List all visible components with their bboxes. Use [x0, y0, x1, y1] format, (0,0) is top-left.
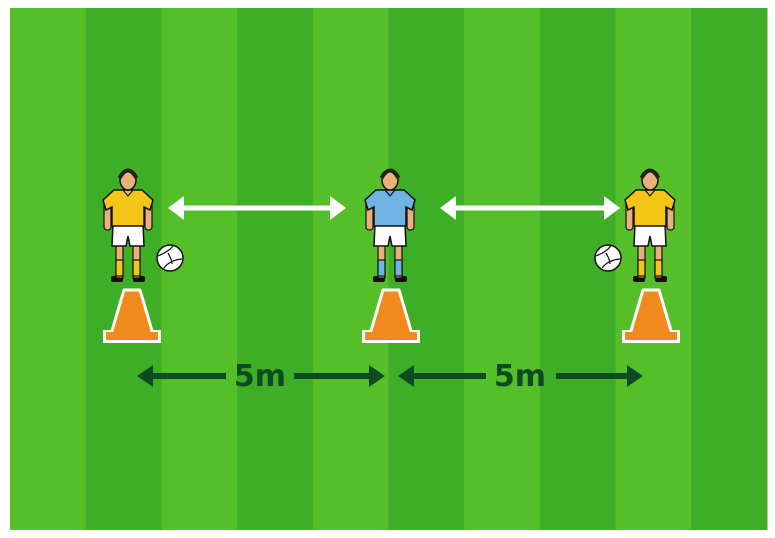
distance-label-1: 5m: [234, 359, 286, 394]
distance-markers: 5m 5m: [137, 359, 643, 394]
pass-arrows: [168, 196, 620, 220]
collar: [384, 189, 396, 197]
pitch-stripe: [312, 8, 389, 530]
ball-panels: [595, 245, 621, 269]
players: [102, 168, 676, 282]
sock: [394, 259, 403, 277]
pitch-stripe: [464, 8, 541, 530]
arrow-head-left: [398, 365, 414, 387]
cone-icon: [622, 288, 680, 343]
pitch-stripe: [691, 8, 768, 530]
football-icon: [156, 244, 184, 272]
collar: [644, 189, 656, 197]
player-icon: [364, 168, 416, 282]
shorts: [373, 223, 407, 247]
arrow-head-left: [168, 196, 184, 220]
shirt: [364, 189, 416, 227]
cone-foot: [106, 332, 158, 340]
arrow-head-left: [137, 365, 153, 387]
sock: [377, 259, 386, 277]
distance-arrow-2: [398, 365, 643, 387]
hair: [379, 168, 401, 180]
football-icon: [594, 244, 622, 272]
collar: [122, 189, 134, 197]
pitch-stripe: [237, 8, 314, 530]
sock: [115, 259, 124, 277]
shirt: [624, 189, 676, 227]
pitch-stripes: [10, 8, 768, 530]
player-icon: [594, 168, 676, 282]
arrow-head-right: [627, 365, 643, 387]
pitch-stripe: [10, 8, 87, 530]
pass-arrow-1: [168, 196, 346, 220]
shorts: [633, 223, 667, 247]
distance-arrow-1: [137, 365, 385, 387]
cone-foot: [625, 332, 677, 340]
sock: [654, 259, 663, 277]
arrow-head-right: [369, 365, 385, 387]
hair: [639, 168, 661, 180]
cone-icon: [362, 288, 420, 343]
cones: [103, 288, 680, 343]
player-icon: [102, 168, 184, 282]
arrow-head-right: [330, 196, 346, 220]
pass-arrow-2: [440, 196, 620, 220]
cone-icon: [103, 288, 161, 343]
arrow-head-right: [604, 196, 620, 220]
ball-panels: [157, 245, 183, 269]
hair: [117, 168, 139, 180]
shirt: [102, 189, 154, 227]
cone-foot: [365, 332, 417, 340]
sock: [132, 259, 141, 277]
distance-label-2: 5m: [494, 359, 546, 394]
arrow-head-left: [440, 196, 456, 220]
shorts: [111, 223, 145, 247]
sock: [637, 259, 646, 277]
pitch-stripe: [85, 8, 162, 530]
pitch-stripe: [615, 8, 692, 530]
